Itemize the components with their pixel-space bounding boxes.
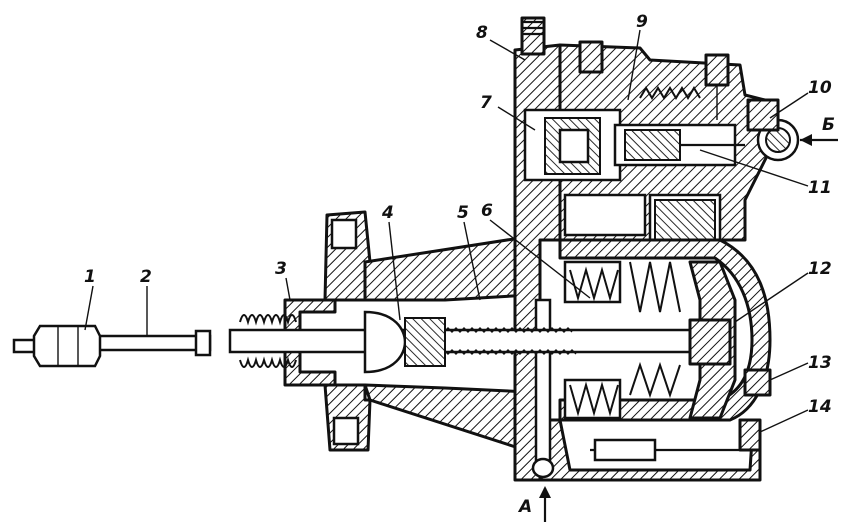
center-rod: [228, 310, 732, 374]
label-3: 3: [275, 259, 287, 279]
valve-block: [520, 16, 800, 242]
bellows-boot: [239, 314, 297, 368]
label-13: 13: [808, 353, 832, 373]
label-10: 10: [808, 78, 832, 98]
rear-cylinder: [558, 238, 772, 462]
arrow-label-a: A: [517, 497, 532, 517]
label-2: 2: [140, 267, 152, 287]
label-14: 14: [808, 397, 832, 417]
label-7: 7: [480, 93, 492, 113]
label-12: 12: [808, 259, 832, 279]
label-8: 8: [476, 23, 488, 43]
label-11: 11: [808, 178, 832, 198]
label-1: 1: [84, 267, 96, 287]
label-6: 6: [481, 201, 493, 221]
label-5: 5: [457, 203, 469, 223]
arrow-label-b: Б: [822, 115, 835, 135]
label-9: 9: [636, 12, 648, 32]
front-housing: [283, 210, 532, 452]
push-rod: [12, 324, 212, 368]
label-4: 4: [381, 203, 394, 223]
leader-lines: [84, 29, 838, 522]
callout-labels: 1 2 3 4 5 6 7 8 9 10 11 12 13 14 Б A: [84, 12, 835, 517]
